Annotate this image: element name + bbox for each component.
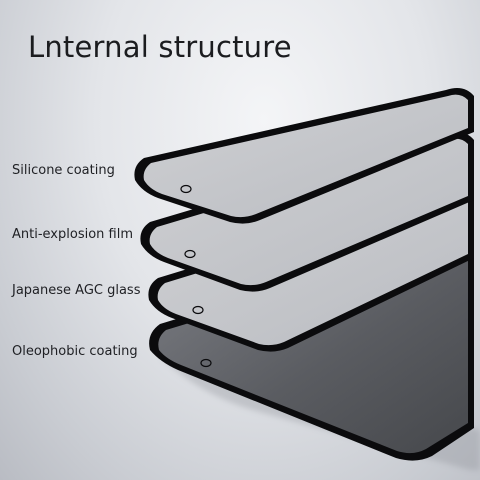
layer-label-anti-explosion-film: Anti-explosion film — [12, 227, 133, 242]
page-title: Lnternal structure — [28, 30, 292, 64]
layer-label-japanese-agc-glass: Japanese AGC glass — [12, 283, 141, 298]
dark-glass-surface — [158, 247, 469, 454]
camera-cutout-icon — [180, 184, 192, 194]
layer-silicone-coating — [134, 88, 474, 224]
layer-anti-explosion-film — [140, 132, 474, 292]
clear-glass-surface — [149, 138, 469, 286]
clear-glass-surface — [143, 94, 469, 218]
camera-cutout-icon — [184, 249, 196, 259]
layer-label-oleophobic-coating: Oleophobic coating — [12, 344, 138, 359]
camera-cutout-icon — [200, 358, 212, 368]
layer-label-silicone-coating: Silicone coating — [12, 163, 115, 178]
camera-cutout-icon — [192, 305, 204, 315]
